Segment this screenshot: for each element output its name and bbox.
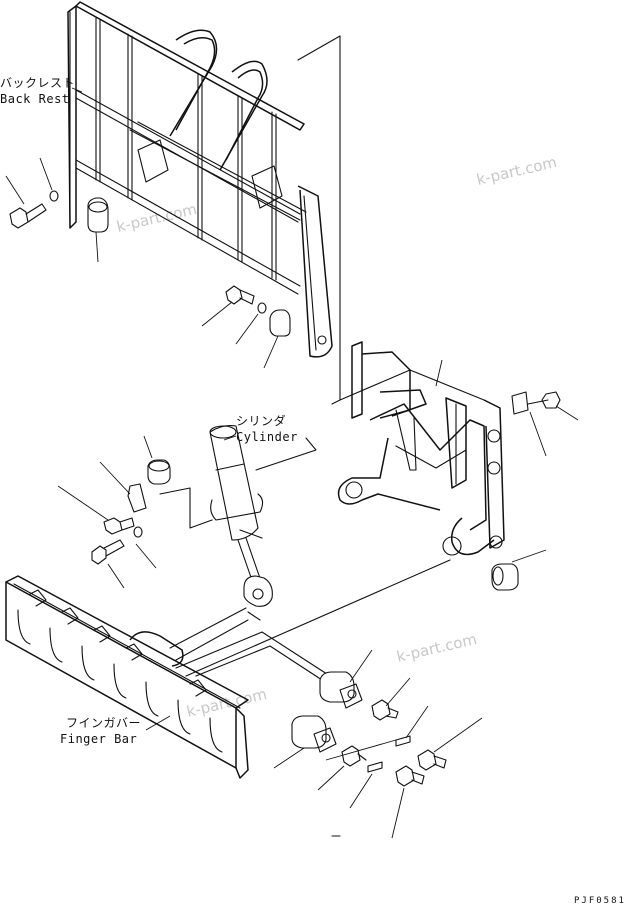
watermarks: k-part.com k-part.com k-part.com k-part.… bbox=[115, 153, 559, 721]
mast-bracket bbox=[337, 341, 579, 591]
back-rest-label-en: Back Rest bbox=[0, 92, 70, 106]
finger-bar bbox=[5, 559, 451, 779]
cylinder-label-jp: シリンダ bbox=[236, 413, 286, 428]
finger-bar-label-jp: フインガバー bbox=[66, 716, 141, 730]
watermark-3: k-part.com bbox=[395, 630, 479, 666]
back-rest-frame bbox=[67, 1, 341, 405]
drawing-code: PJF0581 bbox=[574, 896, 626, 905]
bolt-right bbox=[201, 285, 291, 369]
labels: バックレスト Back Rest シリンダ Cylinder フインガバー Fi… bbox=[0, 76, 626, 905]
finger-bar-pins bbox=[273, 649, 483, 839]
cylinder bbox=[159, 425, 317, 607]
back-rest-label-jp: バックレスト bbox=[0, 76, 75, 90]
cylinder-label-en: Cylinder bbox=[236, 430, 298, 444]
cylinder-pins bbox=[57, 435, 171, 589]
watermark-1: k-part.com bbox=[475, 153, 559, 189]
bolt-left bbox=[5, 157, 99, 263]
finger-bar-label-en: Finger Bar bbox=[60, 732, 137, 746]
